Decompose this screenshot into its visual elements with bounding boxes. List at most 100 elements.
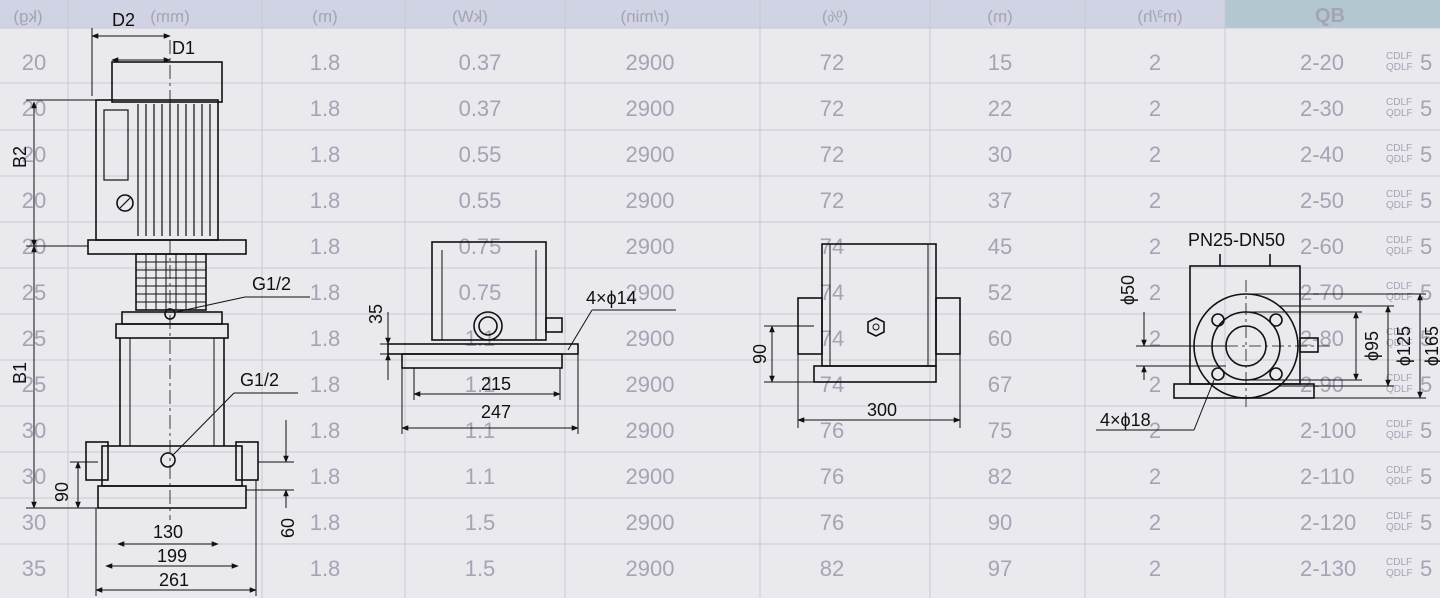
label-height-60: 60 (278, 518, 298, 538)
side-plug (545, 317, 563, 333)
label-width-215: 215 (481, 374, 511, 394)
foot-plate (97, 485, 247, 509)
ghost-cell-head: 67 (988, 372, 1012, 397)
ghost-cell-weight: 30 (22, 510, 46, 535)
motor-flange (87, 239, 247, 255)
ghost-cell-prefix: QDLF (1386, 62, 1413, 73)
ghost-cell-speed: 2900 (626, 372, 675, 397)
ghost-cell-npsh: 1.8 (310, 96, 341, 121)
ghost-cell-flow: 2 (1149, 464, 1161, 489)
ghost-cell-npsh: 1.8 (310, 142, 341, 167)
ghost-cell-prefix: QDLF (1386, 292, 1413, 303)
front-view (85, 40, 259, 520)
flange-bolt-hole (1211, 313, 1225, 327)
ghost-cell-eff: 74 (820, 326, 844, 351)
rear-view-dims (764, 325, 961, 428)
label-holes-18: 4×ϕ18 (1100, 410, 1151, 430)
ghost-cell-speed: 2900 (626, 556, 675, 581)
ghost-cell-flow: 2 (1149, 188, 1161, 213)
ghost-cell-speed: 2900 (626, 280, 675, 305)
ghost-cell-speed: 2900 (626, 96, 675, 121)
motor-cap (111, 61, 223, 103)
ghost-cell-flow: 2 (1149, 50, 1161, 75)
label-height-90-rear: 90 (750, 344, 770, 364)
ghost-cell-flow: 2 (1149, 142, 1161, 167)
ghost-cell-prefix: QDLF (1386, 108, 1413, 119)
ghost-cell-lead: 5 (1420, 280, 1432, 305)
ghost-header-unit: (kg) (13, 7, 42, 26)
ghost-cell-lead: 5 (1420, 142, 1432, 167)
motor-body (95, 99, 219, 241)
ghost-header-unit: (m³/h) (1137, 7, 1182, 26)
ghost-cell-lead: 5 (1420, 96, 1432, 121)
ghost-cell-speed: 2900 (626, 188, 675, 213)
ghost-cell-prefix: QDLF (1386, 200, 1413, 211)
ghost-cell-speed: 2900 (626, 142, 675, 167)
table-header-band (0, 0, 1440, 28)
label-width-261: 261 (159, 570, 189, 590)
ghost-cell-speed: 2900 (626, 326, 675, 351)
ghost-header-unit: (kW) (452, 7, 488, 26)
ghost-cell-prefix: CDLF (1386, 465, 1412, 476)
ghost-cell-prefix: CDLF (1386, 143, 1412, 154)
ghost-cell-speed: 2900 (626, 510, 675, 535)
label-g-bottom: G1/2 (240, 370, 279, 390)
ghost-cell-head: 52 (988, 280, 1012, 305)
ghost-cell-lead: 5 (1420, 464, 1432, 489)
ghost-cell-eff: 76 (820, 510, 844, 535)
pump-head (115, 323, 229, 339)
ghost-cell-model: 2-30 (1300, 96, 1344, 121)
ghost-cell-speed: 2900 (626, 464, 675, 489)
ghost-cell-npsh: 1.8 (310, 510, 341, 535)
ghost-cell-prefix: QDLF (1386, 430, 1413, 441)
ghost-cell-eff: 76 (820, 464, 844, 489)
flange-view-labels: PN25-DN50 ϕ50 ϕ95 ϕ125 ϕ165 4×ϕ18 (1100, 230, 1440, 430)
ghost-cell-npsh: 1.8 (310, 326, 341, 351)
ghost-cell-prefix: QDLF (1386, 476, 1413, 487)
ghost-cell-head: 22 (988, 96, 1012, 121)
ghost-header-title: QB (1315, 5, 1345, 27)
ghost-cell-model: 2-20 (1300, 50, 1344, 75)
flange-plug (1299, 337, 1319, 353)
ghost-cell-power: 1.5 (465, 556, 496, 581)
ghost-cell-eff: 72 (820, 96, 844, 121)
ghost-cell-model: 2-50 (1300, 188, 1344, 213)
ghost-cell-power: 1.5 (465, 510, 496, 535)
ghost-cell-npsh: 1.8 (310, 372, 341, 397)
ghost-cell-power: 0.75 (459, 234, 502, 259)
front-view-labels: D2 D1 B2 B1 G1/2 G1/2 90 60 130 199 261 (10, 10, 298, 590)
label-width-300: 300 (867, 400, 897, 420)
ghost-cell-npsh: 1.8 (310, 50, 341, 75)
ghost-cell-prefix: CDLF (1386, 327, 1412, 338)
ghost-cell-power: 0.75 (459, 280, 502, 305)
ghost-header-unit: (mm) (150, 7, 190, 26)
ghost-cell-npsh: 1.8 (310, 464, 341, 489)
rear-view (797, 243, 961, 383)
label-b2: B2 (10, 146, 30, 168)
ghost-cell-model: 2-100 (1300, 418, 1356, 443)
ghost-cell-flow: 2 (1149, 510, 1161, 535)
ghost-cell-npsh: 1.8 (310, 418, 341, 443)
ghost-cell-speed: 2900 (626, 50, 675, 75)
ghost-cell-weight: 20 (22, 50, 46, 75)
ghost-cell-speed: 2900 (626, 418, 675, 443)
ghost-cell-weight: 35 (22, 556, 46, 581)
ghost-cell-power: 0.37 (459, 96, 502, 121)
label-width-199: 199 (157, 546, 187, 566)
side-view (387, 241, 579, 369)
label-pn25-dn50: PN25-DN50 (1188, 230, 1285, 250)
label-b1: B1 (10, 362, 30, 384)
ghost-cell-prefix: QDLF (1386, 384, 1413, 395)
label-d1: D1 (172, 38, 195, 58)
side-view-dims (380, 309, 676, 434)
